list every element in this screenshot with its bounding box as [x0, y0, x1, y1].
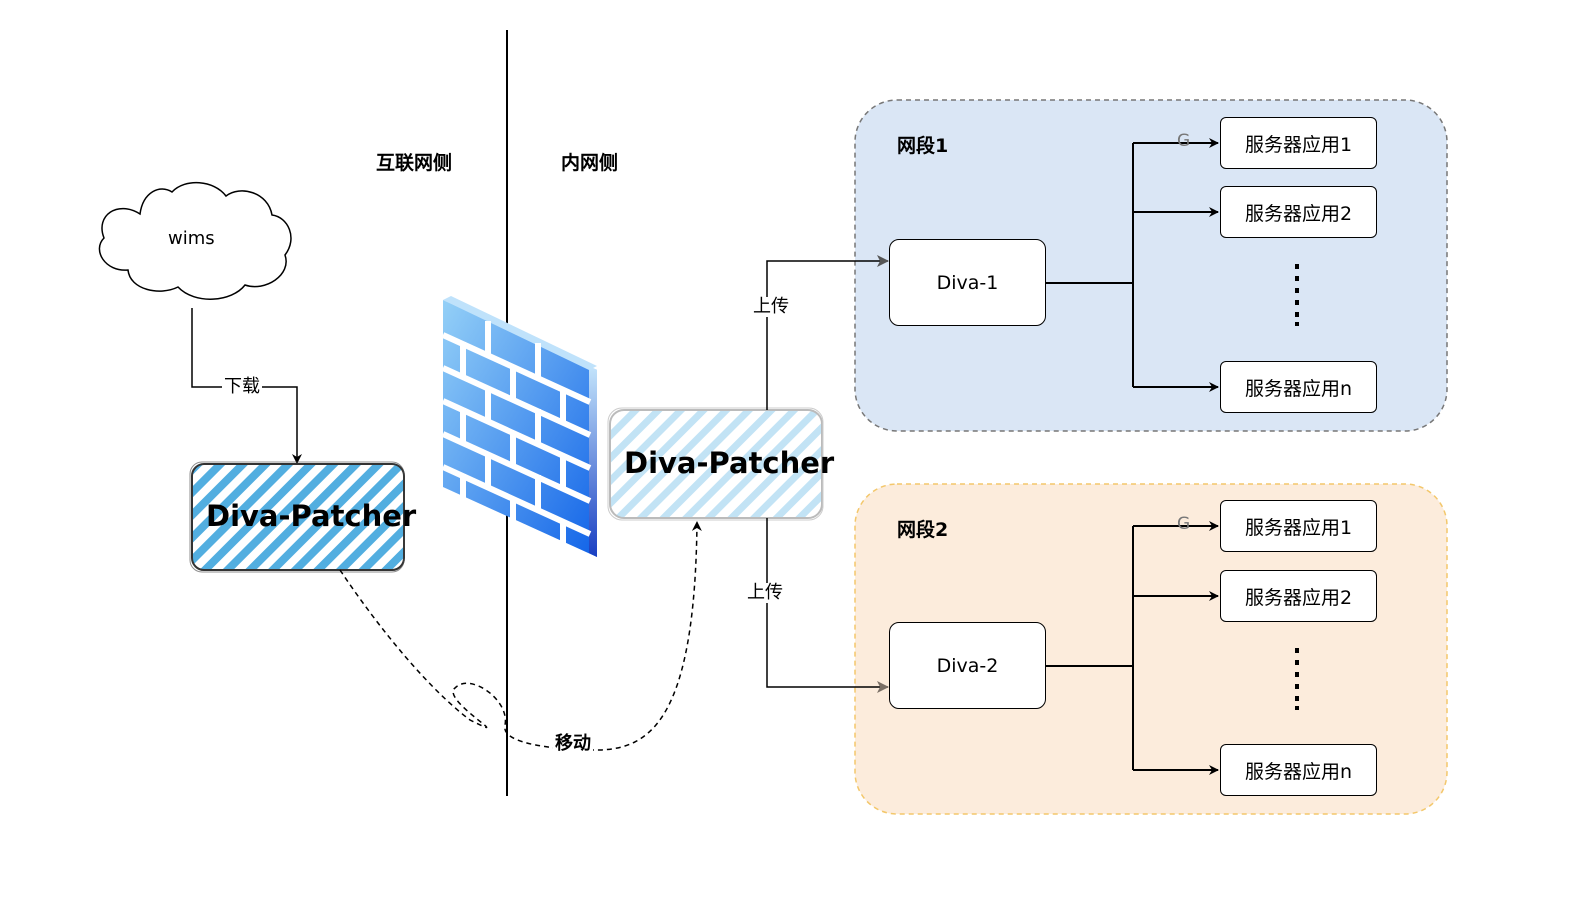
segment-2-service-n: 服务器应用n [1220, 744, 1377, 796]
segment-1-service-n: 服务器应用n [1220, 361, 1377, 413]
upload-label-1: 上传 [751, 296, 791, 317]
intranet-side-label: 内网侧 [561, 152, 619, 174]
diva-1-node: Diva-1 [889, 239, 1046, 326]
move-edge [339, 521, 702, 751]
patcher-right-label: Diva-Patcher [624, 446, 835, 480]
patcher-right-box [609, 409, 823, 519]
ellipsis-1 [1295, 264, 1299, 326]
segment-1-marker: G [1177, 131, 1191, 151]
service-label: 服务器应用n [1244, 377, 1353, 400]
internet-side-label: 互联网侧 [376, 152, 453, 174]
segment-2-title: 网段2 [897, 519, 949, 541]
service-label: 服务器应用1 [1244, 133, 1353, 156]
segment-1-service-1: 服务器应用1 [1220, 117, 1377, 169]
upload-label-2: 上传 [745, 582, 785, 603]
service-label: 服务器应用n [1244, 760, 1353, 783]
segment-2-area [854, 483, 1448, 815]
segment-1-title: 网段1 [897, 135, 949, 157]
segment-2-service-1: 服务器应用1 [1220, 500, 1377, 552]
segment-2-service-2: 服务器应用2 [1220, 570, 1377, 622]
upload-edge-1 [766, 255, 889, 410]
segment-1-connectors [1046, 138, 1219, 392]
cloud-label: wims [168, 228, 215, 249]
service-label: 服务器应用1 [1244, 516, 1353, 539]
firewall-icon [441, 296, 597, 557]
patcher-left-label: Diva-Patcher [206, 499, 417, 533]
segment-1-service-2: 服务器应用2 [1220, 186, 1377, 238]
cloud-icon [98, 181, 292, 300]
download-label: 下载 [222, 376, 262, 397]
move-label: 移动 [553, 733, 593, 754]
diva-1-label: Diva-1 [936, 271, 999, 294]
diva-2-node: Diva-2 [889, 622, 1046, 709]
segment-1-area [854, 99, 1448, 432]
diva-2-label: Diva-2 [936, 654, 999, 677]
upload-edge-2 [766, 518, 889, 693]
service-label: 服务器应用2 [1244, 202, 1353, 225]
segment-2-connectors [1046, 521, 1219, 775]
service-label: 服务器应用2 [1244, 586, 1353, 609]
segment-2-marker: G [1177, 514, 1191, 534]
ellipsis-2 [1295, 648, 1299, 710]
